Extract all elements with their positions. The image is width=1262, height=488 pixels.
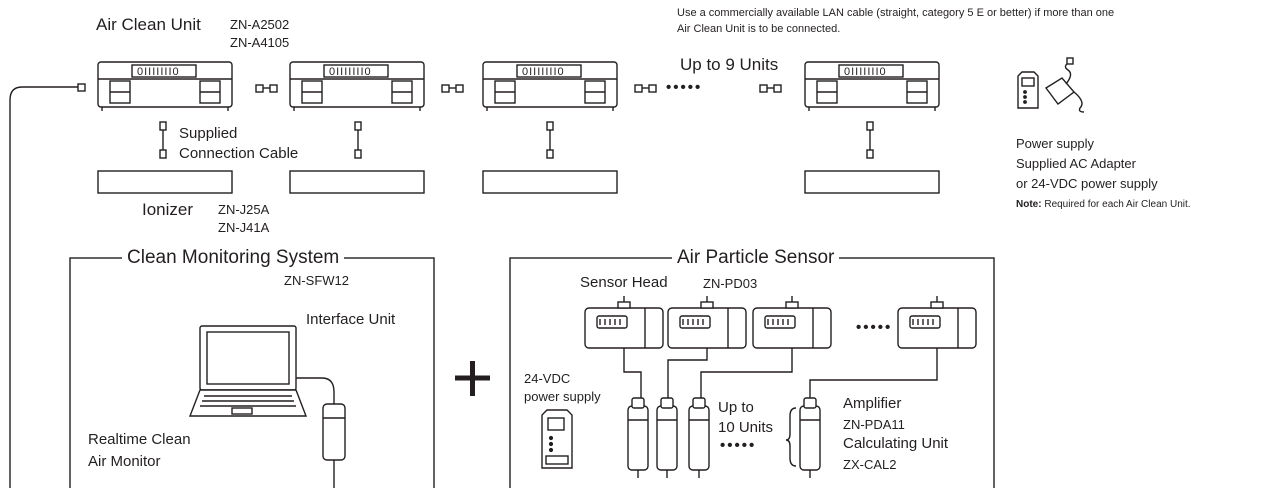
calc-unit-model: ZX-CAL2 — [843, 457, 897, 472]
up-to-label-line1: Up to — [718, 399, 754, 416]
amplifier-2 — [656, 397, 678, 479]
acu-model-2: ZN-A4105 — [230, 35, 290, 50]
ionizer-3 — [482, 170, 618, 194]
units-ellipsis: ••••• — [666, 79, 703, 96]
connection-cable-2 — [354, 121, 362, 159]
lan-cable-1 — [255, 84, 278, 93]
amplifier-4 — [799, 397, 821, 479]
ionizer-model-1: ZN-J25A — [218, 202, 270, 217]
dc-power-supply-icon — [541, 409, 573, 469]
sensor-head-3 — [752, 295, 832, 349]
calc-unit-label: Calculating Unit — [843, 435, 949, 452]
interface-unit-icon — [322, 403, 346, 488]
power-supply-icon — [1017, 71, 1039, 109]
head-cable-1 — [623, 348, 642, 400]
head-cable-3 — [700, 348, 793, 400]
monitoring-system-title: Clean Monitoring System — [122, 248, 345, 267]
amplifier-3 — [688, 397, 710, 479]
ac-adapter-icon — [1044, 57, 1085, 113]
lan-cable-4 — [759, 84, 782, 93]
power-note-text: Required for each Air Clean Unit. — [1041, 199, 1191, 210]
connection-cable-4 — [866, 121, 874, 159]
supplied-label-line2: Connection Cable — [179, 145, 299, 162]
monitoring-system-model: ZN-SFW12 — [284, 273, 349, 288]
realtime-label-line2: Air Monitor — [88, 453, 161, 470]
ionizer-label: Ionizer — [142, 200, 194, 219]
sensor-head-model: ZN-PD03 — [703, 276, 758, 291]
sensor-system-title: Air Particle Sensor — [672, 248, 840, 267]
sensor-ellipsis: ••••• — [856, 319, 893, 336]
amplifier-1 — [627, 397, 649, 479]
sensor-head-1 — [584, 295, 664, 349]
ionizer-4 — [804, 170, 940, 194]
ionizer-2 — [289, 170, 425, 194]
air-clean-unit-label: Air Clean Unit — [96, 15, 201, 34]
sensor-head-2 — [667, 295, 747, 349]
power-note: Note: Required for each Air Clean Unit. — [1016, 200, 1191, 210]
acu-display-4: 0IIIIIII0 — [844, 66, 887, 78]
acu-display-2: 0IIIIIII0 — [329, 66, 372, 78]
connection-cable-1 — [159, 121, 167, 159]
usb-cable — [296, 377, 335, 405]
acu-display-3: 0IIIIIII0 — [522, 66, 565, 78]
interface-unit-label: Interface Unit — [306, 311, 396, 328]
units-brace — [785, 407, 797, 467]
amplifier-ellipsis: ••••• — [720, 437, 757, 454]
power-line1: Power supply — [1016, 136, 1095, 151]
lan-cable-loop — [9, 86, 84, 488]
lan-cable-2 — [441, 84, 464, 93]
acu-display-1: 0IIIIIII0 — [137, 66, 180, 78]
sensor-head-label: Sensor Head — [580, 274, 668, 291]
ionizer-model-2: ZN-J41A — [218, 220, 270, 235]
amplifier-label: Amplifier — [843, 395, 902, 412]
lan-cable-3 — [634, 84, 657, 93]
up-to-label-line2: 10 Units — [718, 419, 774, 436]
laptop-icon — [188, 325, 308, 417]
plus-sign — [455, 361, 490, 396]
power-line2: Supplied AC Adapter — [1016, 156, 1136, 171]
dc-supply-line1: 24-VDC — [524, 371, 571, 386]
sensor-head-4 — [897, 295, 977, 349]
realtime-label-line1: Realtime Clean — [88, 431, 191, 448]
lan-note-line2: Air Clean Unit is to be connected. — [677, 23, 841, 35]
connection-cable-3 — [546, 121, 554, 159]
head-cable-2 — [667, 348, 708, 400]
power-line3: or 24-VDC power supply — [1016, 176, 1158, 191]
supplied-label-line1: Supplied — [179, 125, 238, 142]
head-cable-4 — [809, 348, 938, 400]
amplifier-model: ZN-PDA11 — [843, 417, 905, 432]
acu-model-1: ZN-A2502 — [230, 17, 290, 32]
lan-note-line1: Use a commercially available LAN cable (… — [677, 7, 1115, 19]
up-to-units-label: Up to 9 Units — [680, 55, 779, 74]
ionizer-1 — [97, 170, 233, 194]
loop-connector — [77, 83, 86, 92]
dc-supply-line2: power supply — [524, 389, 601, 404]
power-note-bold: Note: — [1016, 199, 1042, 210]
